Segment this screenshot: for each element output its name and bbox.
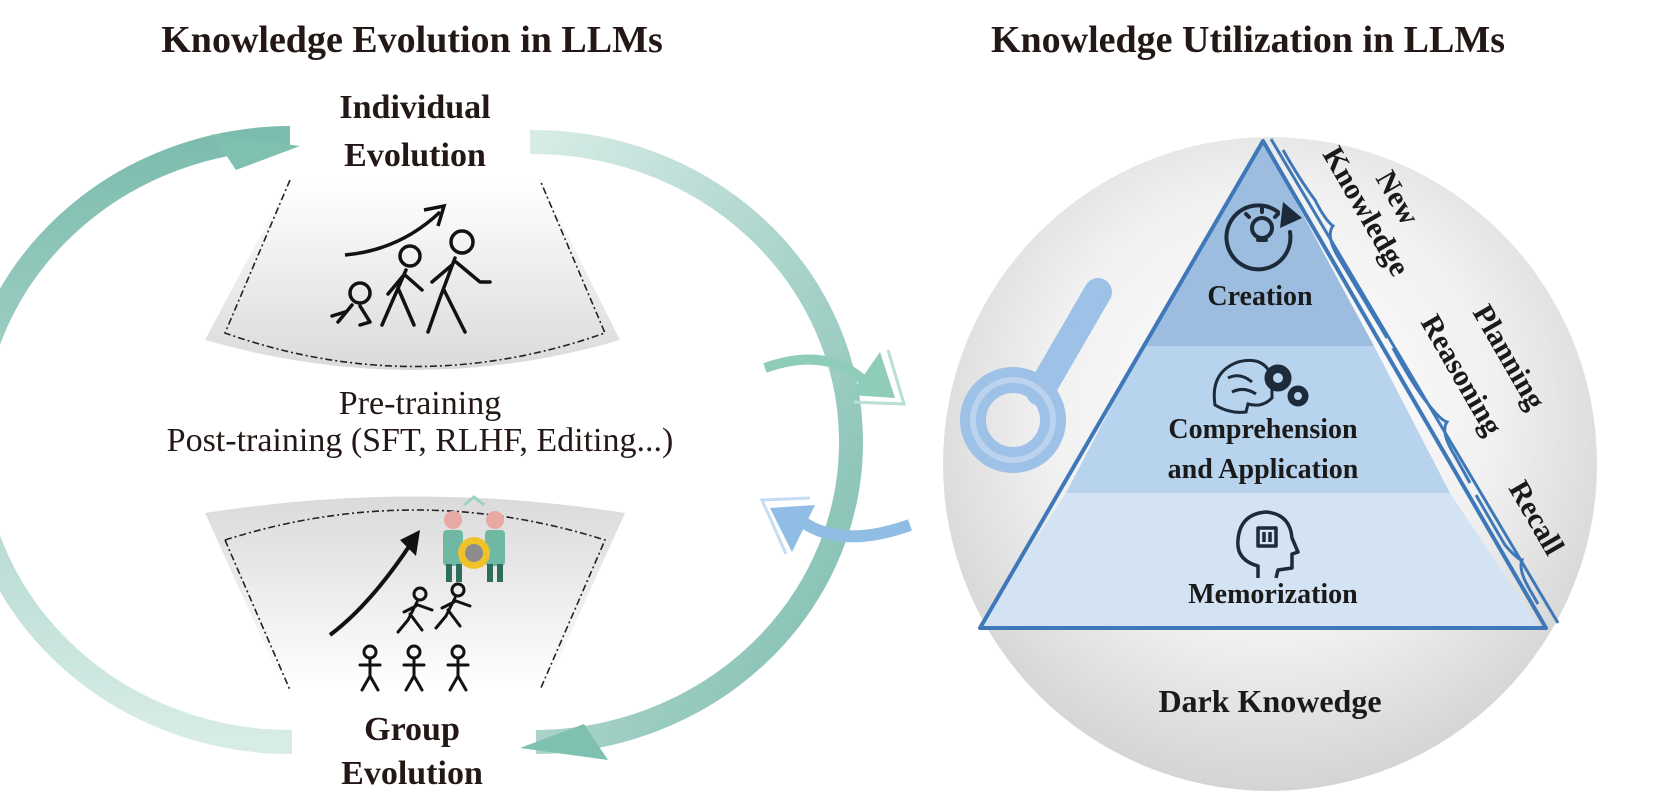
pretraining-label: Pre-training: [339, 385, 501, 422]
key-icon: [960, 278, 1112, 473]
individual-evolution-label: Individual: [339, 89, 490, 126]
standing-people-icon: [358, 644, 470, 692]
group-evolution-fan: [205, 495, 625, 692]
creation-bulb-icon: [1224, 202, 1302, 272]
group-evolution-label: Group: [364, 711, 460, 748]
individual-evolution-label-2: Evolution: [344, 137, 486, 174]
side-braces: [1281, 149, 1540, 605]
adult-walking-icon: [426, 229, 492, 334]
team-gear-icon: [443, 495, 505, 582]
left-title: Knowledge Evolution in LLMs: [161, 19, 662, 61]
evolution-cycle-arrows: [0, 126, 863, 760]
right-title: Knowledge Utilization in LLMs: [991, 19, 1505, 61]
brain-gears-icon: [1212, 358, 1309, 414]
forward-arrow: [763, 349, 907, 406]
backward-arrow: [759, 496, 913, 555]
head-memory-icon: [1236, 510, 1300, 579]
pyramid-creation-label: Creation: [1207, 281, 1313, 312]
baby-icon: [330, 281, 372, 327]
pyramid-comprehension-label: Comprehension: [1168, 414, 1358, 445]
pyramid-application-label: and Application: [1168, 454, 1359, 485]
knowledge-pyramid: [978, 138, 1560, 630]
dark-knowledge-label: Dark Knowedge: [1158, 683, 1381, 719]
running-people-icon: [396, 582, 472, 634]
child-walking-icon: [380, 244, 424, 327]
posttraining-label: Post-training (SFT, RLHF, Editing...): [167, 422, 674, 459]
group-evolution-label-2: Evolution: [341, 755, 483, 792]
individual-evolution-fan: [205, 179, 620, 370]
pyramid-memorization-label: Memorization: [1188, 579, 1358, 610]
